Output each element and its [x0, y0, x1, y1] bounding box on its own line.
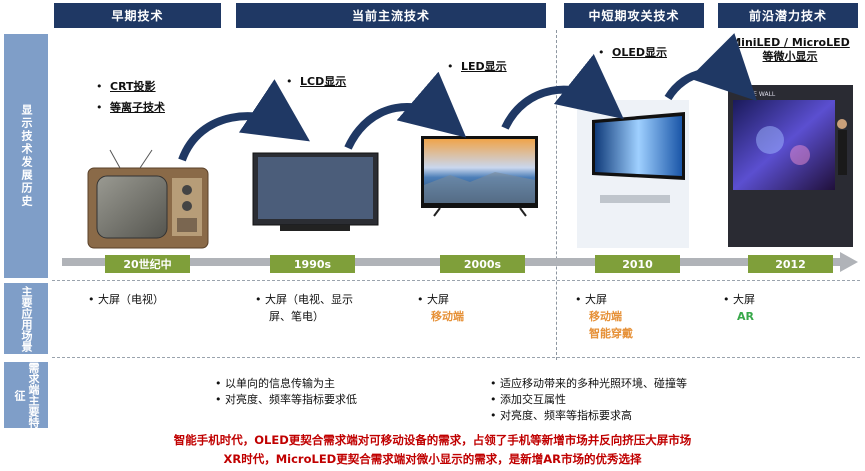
apps-2012-item-ar: AR [723, 308, 755, 325]
needs-early-item-1: 以单向的信息传输为主 [215, 376, 357, 392]
led-tv-image [421, 136, 538, 216]
apps-1990s-item: 大屏（电视、显示 [255, 291, 353, 308]
microled-wall-image: THE WALL [728, 85, 853, 247]
conclusion-microled: XR时代，MicroLED更契合需求端对微小显示的需求，是新增AR市场的优秀选择 [0, 451, 865, 467]
apps-2000s-item-mobile: 移动端 [417, 308, 464, 325]
timeline-tag-2012: 2012 [748, 255, 833, 273]
needs-modern: 适应移动带来的多种光照环境、碰撞等 添加交互属性 对亮度、频率等指标要求高 [490, 376, 687, 424]
apps-early: 大屏（电视） [88, 291, 164, 308]
lcd-display-image [253, 153, 378, 231]
apps-2010-item-wearable: 智能穿戴 [575, 325, 633, 342]
needs-early-item-2: 对亮度、频率等指标要求低 [215, 392, 357, 408]
apps-2010-item-large: 大屏 [575, 291, 633, 308]
apps-2012-item-large: 大屏 [723, 291, 755, 308]
timeline-tag-mid20c: 20世纪中 [105, 255, 190, 273]
apps-early-item: 大屏（电视） [88, 291, 164, 308]
apps-2000s-item-large: 大屏 [417, 291, 464, 308]
crt-tv-image [88, 150, 208, 248]
row-divider-1 [52, 280, 860, 281]
wall-brand-text: THE WALL [744, 91, 776, 98]
apps-2012: 大屏 AR [723, 291, 755, 325]
apps-2000s: 大屏 移动端 [417, 291, 464, 325]
apps-2010-item-mobile: 移动端 [575, 308, 633, 325]
apps-2010: 大屏 移动端 智能穿戴 [575, 291, 633, 342]
conclusion-oled: 智能手机时代，OLED更契合需求端对可移动设备的需求，占领了手机等新增市场并反向… [0, 432, 865, 448]
apps-1990s-item-cont: 屏、笔电） [255, 308, 353, 325]
needs-early: 以单向的信息传输为主 对亮度、频率等指标要求低 [215, 376, 357, 408]
needs-modern-item-1: 适应移动带来的多种光照环境、碰撞等 [490, 376, 687, 392]
row-divider-2 [52, 357, 860, 358]
timeline-tag-2010: 2010 [595, 255, 680, 273]
timeline-tag-1990s: 1990s [270, 255, 355, 273]
oled-tv-image [577, 100, 689, 248]
timeline-arrowhead [840, 252, 858, 272]
needs-modern-item-3: 对亮度、频率等指标要求高 [490, 408, 687, 424]
needs-modern-item-2: 添加交互属性 [490, 392, 687, 408]
apps-1990s: 大屏（电视、显示 屏、笔电） [255, 291, 353, 325]
timeline-tag-2000s: 2000s [440, 255, 525, 273]
